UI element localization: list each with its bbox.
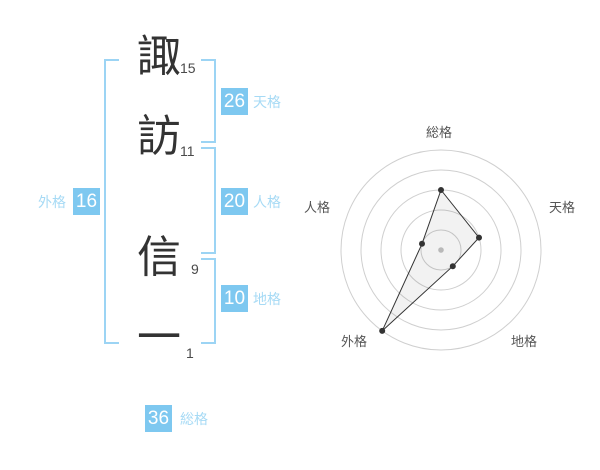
jinkaku-label: 人格 xyxy=(253,194,281,210)
gaikaku-value-badge: 16 xyxy=(73,188,100,215)
radar-grid-ring xyxy=(360,169,522,331)
radar-data-point xyxy=(476,234,482,241)
soukaku-value-badge: 36 xyxy=(145,405,172,432)
jinkaku-bracket xyxy=(201,147,216,254)
name-character-4: 一 xyxy=(137,313,181,362)
radar-data-point xyxy=(379,327,386,334)
stroke-count-2: 11 xyxy=(180,143,195,159)
radar-grid-ring xyxy=(340,149,542,351)
tenkaku-bracket xyxy=(201,59,216,143)
name-character-2: 訪 xyxy=(137,112,181,161)
radar-axis-label: 天格 xyxy=(549,200,575,215)
tenkaku-label: 天格 xyxy=(253,94,281,110)
radar-data-polygon xyxy=(381,188,480,332)
name-character-3: 信 xyxy=(137,233,181,282)
stroke-count-1: 15 xyxy=(180,60,196,76)
radar-center-dot xyxy=(438,247,444,253)
stroke-count-3: 9 xyxy=(191,261,199,277)
radar-axis-label: 地格 xyxy=(511,334,537,349)
tenkaku-value-badge: 26 xyxy=(221,88,248,115)
radar-data-point xyxy=(449,263,456,270)
radar-axis-label: 総格 xyxy=(426,125,452,140)
radar-data-point xyxy=(419,240,425,247)
radar-grid-ring xyxy=(400,209,482,291)
fortune-radar-chart: 総格天格地格 外格 人格 xyxy=(300,90,600,390)
radar-axis-label: 人格 xyxy=(304,200,330,215)
gaikaku-label: 外格 xyxy=(38,194,66,210)
jinkaku-value-badge: 20 xyxy=(221,188,248,215)
radar-axis-label: 外格 xyxy=(341,334,367,349)
name-character-1: 諏 xyxy=(137,32,181,81)
radar-data-point xyxy=(438,187,444,193)
radar-grid-ring xyxy=(420,229,462,271)
gaikaku-bracket xyxy=(104,59,119,344)
stroke-count-4: 1 xyxy=(186,345,194,361)
soukaku-label: 総格 xyxy=(180,411,208,427)
chikaku-value-badge: 10 xyxy=(221,285,248,312)
chikaku-bracket xyxy=(201,258,216,344)
chikaku-label: 地格 xyxy=(253,291,281,307)
